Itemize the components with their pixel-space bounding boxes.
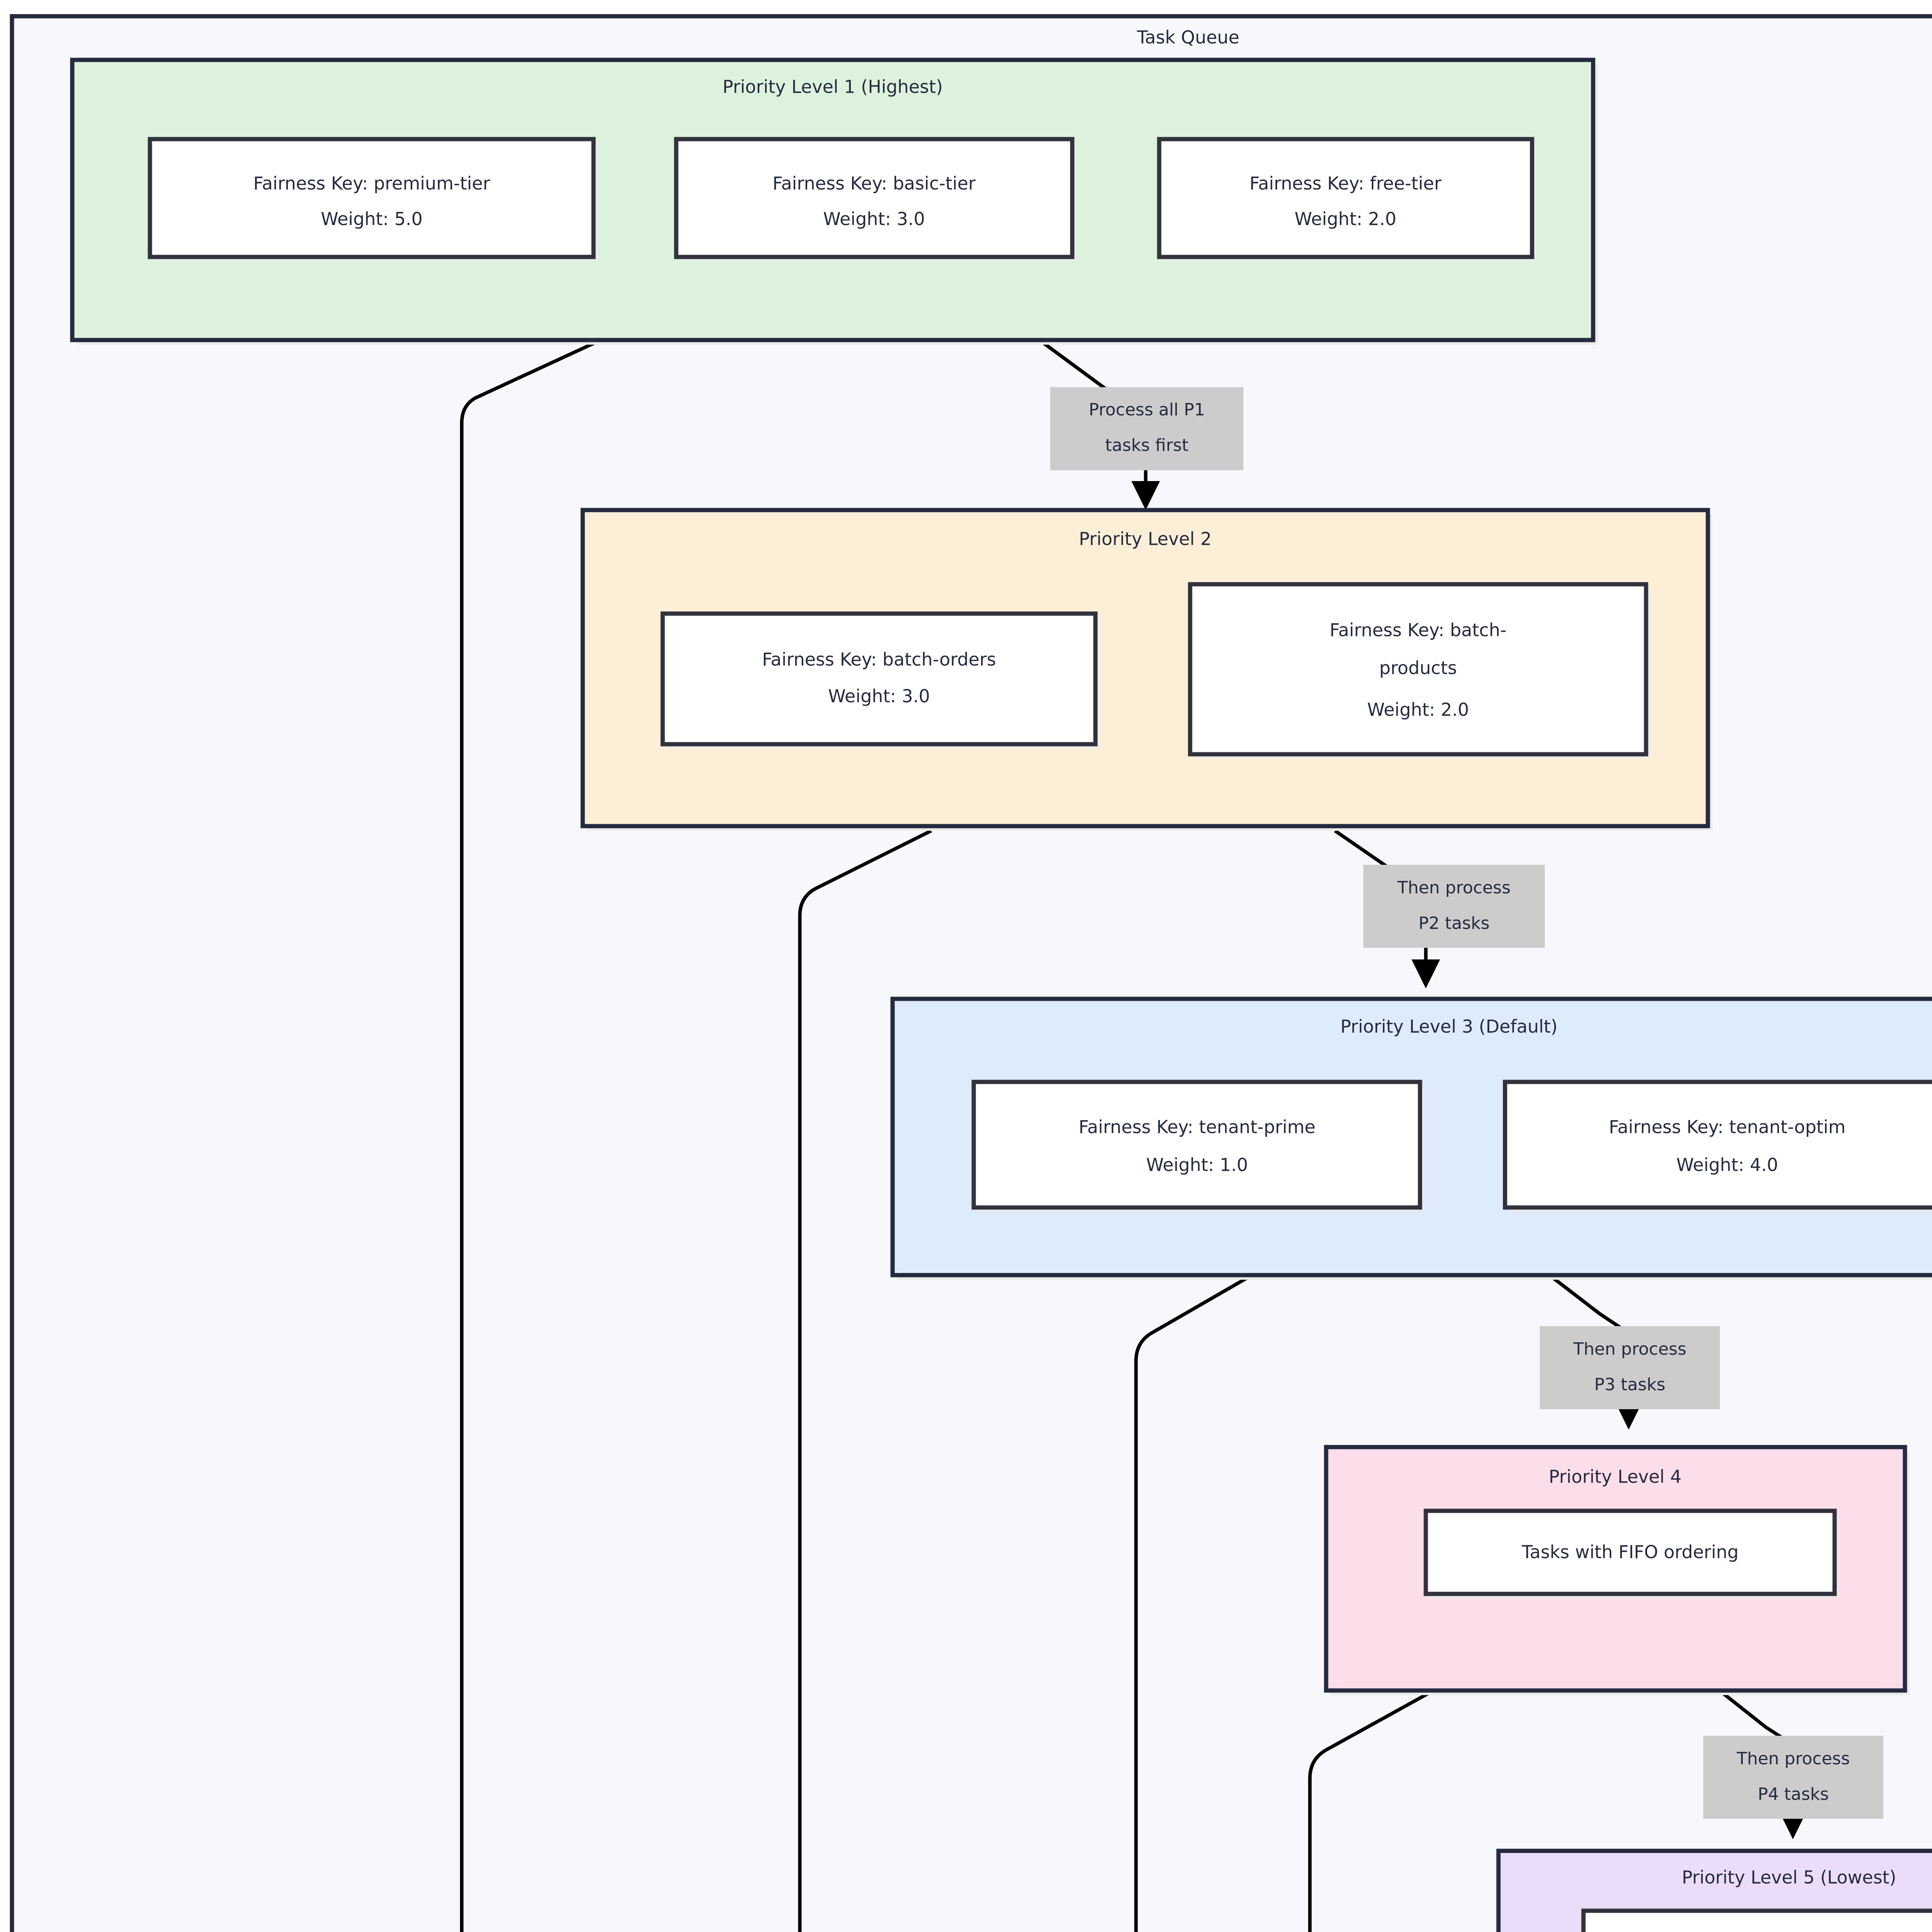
edge-label-then-process-p3: Then process P3 tasks [1540, 1326, 1720, 1409]
edge-label-then-process-p2: Then process P2 tasks [1363, 865, 1545, 948]
p2b-line2: products [1379, 658, 1457, 679]
p5a-box[interactable] [1581, 1908, 1932, 1932]
p1-node-free-tier[interactable]: Fairness Key: free-tier Weight: 2.0 [1157, 137, 1536, 261]
edge-label-then-process-p4: Then process P4 tasks [1703, 1736, 1883, 1819]
p4a-box[interactable] [1423, 1509, 1837, 1596]
edge-label-process-all-p1: Process all P1 tasks first [1050, 387, 1243, 470]
edge-p3-to-workers [1134, 1274, 1253, 1932]
p3-node-tenant-prime[interactable]: Fairness Key: tenant-prime Weight: 1.0 [971, 1080, 1424, 1211]
p3-node-tenant-optim[interactable]: Fairness Key: tenant-optim Weight: 4.0 [1503, 1080, 1932, 1211]
cluster-priority-level-5[interactable]: Priority Level 5 (Lowest) Tasks with FIF… [1496, 1849, 1932, 1932]
p1b-box[interactable] [674, 137, 1075, 259]
edge-p2-to-p3-arrowhead [1412, 959, 1440, 988]
cluster-priority-level-2[interactable]: Priority Level 2 Fairness Key: batch-ord… [580, 508, 1713, 831]
p1a-line1: Fairness Key: premium-tier [253, 173, 490, 194]
p3a-box[interactable] [971, 1080, 1422, 1210]
edge-label-3-bg [1540, 1326, 1720, 1409]
p1c-line1: Fairness Key: free-tier [1250, 173, 1442, 194]
p3b-line1: Fairness Key: tenant-optim [1609, 1117, 1846, 1138]
p1b-line1: Fairness Key: basic-tier [772, 173, 976, 194]
p2-title: Priority Level 2 [1079, 529, 1212, 549]
p3-title: Priority Level 3 (Default) [1340, 1016, 1558, 1037]
cluster-priority-level-4[interactable]: Priority Level 4 Tasks with FIFO orderin… [1324, 1445, 1910, 1695]
p4-title: Priority Level 4 [1549, 1466, 1682, 1487]
p1b-line2: Weight: 3.0 [823, 209, 925, 230]
edge-label-2-bg [1363, 865, 1545, 948]
edge-label-4-bg [1703, 1736, 1883, 1819]
p2a-box[interactable] [660, 611, 1098, 747]
p4-node-fifo[interactable]: Tasks with FIFO ordering [1423, 1509, 1838, 1598]
edge-label-1-line2: tasks first [1105, 435, 1189, 455]
edge-label-3-line2: P3 tasks [1594, 1375, 1665, 1395]
cluster-priority-level-1[interactable]: Priority Level 1 (Highest) Fairness Key:… [70, 58, 1598, 345]
edge-label-1-bg [1050, 387, 1243, 470]
edge-label-3-line1: Then process [1573, 1339, 1687, 1359]
p2b-line3: Weight: 2.0 [1367, 699, 1469, 720]
p2-node-batch-products[interactable]: Fairness Key: batch- products Weight: 2.… [1188, 582, 1650, 758]
p4a-line1: Tasks with FIFO ordering [1521, 1542, 1738, 1563]
edge-p2-to-workers [798, 829, 932, 1932]
p1a-box[interactable] [148, 137, 596, 259]
edge-label-4-line2: P4 tasks [1758, 1784, 1829, 1804]
cluster-priority-level-3[interactable]: Priority Level 3 (Default) Fairness Key:… [890, 997, 1932, 1280]
p2a-line1: Fairness Key: batch-orders [762, 649, 996, 670]
edge-p4-to-workers [1308, 1689, 1435, 1932]
p2a-line2: Weight: 3.0 [828, 686, 930, 707]
p5-title: Priority Level 5 (Lowest) [1682, 1867, 1896, 1888]
p1-title: Priority Level 1 (Highest) [723, 77, 943, 97]
p1a-line2: Weight: 5.0 [321, 209, 423, 230]
edge-label-2-line2: P2 tasks [1418, 913, 1490, 933]
p2b-line1: Fairness Key: batch- [1330, 620, 1507, 641]
p3b-box[interactable] [1503, 1080, 1932, 1210]
p1c-line2: Weight: 2.0 [1294, 209, 1396, 230]
p1-node-basic-tier[interactable]: Fairness Key: basic-tier Weight: 3.0 [674, 137, 1076, 261]
edge-p1-to-workers [460, 338, 602, 1932]
p2b-box[interactable] [1188, 582, 1648, 757]
p3a-line1: Fairness Key: tenant-prime [1079, 1117, 1316, 1138]
edge-label-2-line1: Then process [1397, 878, 1511, 898]
p1c-box[interactable] [1157, 137, 1534, 259]
p1-node-premium-tier[interactable]: Fairness Key: premium-tier Weight: 5.0 [148, 137, 597, 261]
edge-p1-to-p2-arrowhead [1131, 481, 1160, 510]
p5-node-fifo[interactable]: Tasks with FIFO ordering [1581, 1908, 1932, 1932]
p2-node-batch-orders[interactable]: Fairness Key: batch-orders Weight: 3.0 [660, 611, 1099, 748]
edge-label-4-line1: Then process [1736, 1749, 1850, 1769]
task-queue-title: Task Queue [1136, 27, 1239, 48]
edge-label-1-line1: Process all P1 [1089, 400, 1205, 420]
p3b-line2: Weight: 4.0 [1676, 1155, 1778, 1175]
p3a-line2: Weight: 1.0 [1146, 1155, 1248, 1175]
